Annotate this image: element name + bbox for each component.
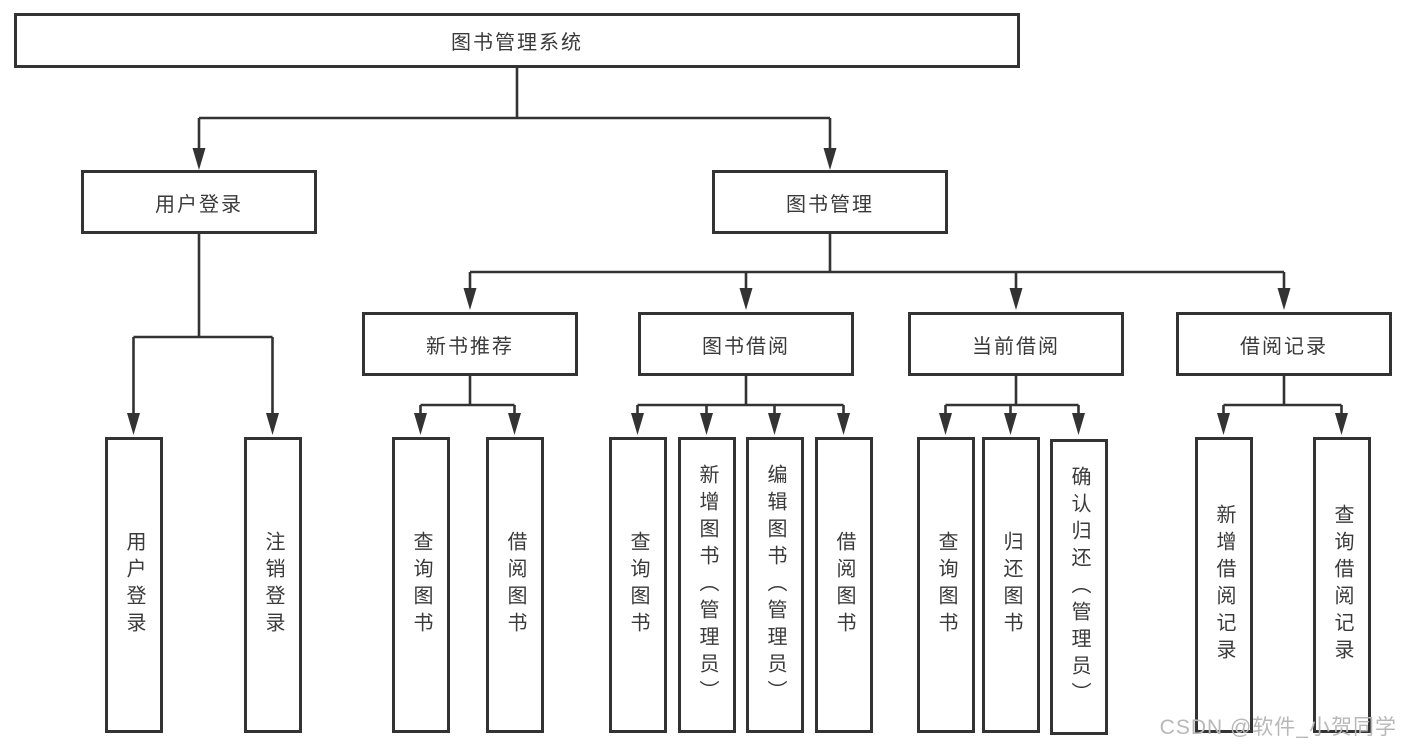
node-new-book-recommend-label: 新书推荐	[426, 335, 514, 358]
leaf-borrow-add-books-admin-label: 新增图书（管理员）	[696, 463, 718, 707]
node-user-login-label: 用户登录	[155, 193, 243, 216]
node-new-book-recommend: 新书推荐	[362, 312, 578, 376]
node-book-borrow: 图书借阅	[638, 312, 854, 376]
leaf-borrow-borrow-books: 借阅图书	[815, 437, 873, 733]
node-current-borrow-label: 当前借阅	[972, 335, 1060, 358]
leaf-records-query-record-label: 查询借阅记录	[1331, 504, 1353, 666]
leaf-borrow-query-books-label: 查询图书	[627, 531, 649, 639]
leaf-records-query-record: 查询借阅记录	[1313, 437, 1371, 733]
node-book-borrow-label: 图书借阅	[702, 335, 790, 358]
leaf-recommend-query-books-label: 查询图书	[410, 531, 432, 639]
leaf-current-query-books: 查询图书	[917, 437, 975, 733]
node-library-system: 图书管理系统	[14, 13, 1020, 68]
leaf-borrow-edit-books-admin-label: 编辑图书（管理员）	[764, 463, 786, 707]
leaf-user-login: 用户登录	[105, 437, 163, 733]
leaf-logout-label: 注销登录	[262, 531, 284, 639]
node-user-login: 用户登录	[81, 170, 317, 234]
node-borrow-records-label: 借阅记录	[1240, 335, 1328, 358]
leaf-user-login-label: 用户登录	[123, 531, 145, 639]
leaf-records-add-record: 新增借阅记录	[1195, 437, 1253, 733]
node-current-borrow: 当前借阅	[908, 312, 1124, 376]
leaf-borrow-edit-books-admin: 编辑图书（管理员）	[746, 437, 804, 733]
leaf-current-query-books-label: 查询图书	[935, 531, 957, 639]
leaf-logout: 注销登录	[244, 437, 302, 733]
leaf-recommend-borrow-books-label: 借阅图书	[504, 531, 526, 639]
node-book-management: 图书管理	[712, 170, 948, 234]
leaf-borrow-query-books: 查询图书	[609, 437, 667, 733]
leaf-borrow-add-books-admin: 新增图书（管理员）	[678, 437, 736, 733]
node-borrow-records: 借阅记录	[1176, 312, 1392, 376]
leaf-recommend-query-books: 查询图书	[392, 437, 450, 733]
leaf-current-return-books: 归还图书	[982, 437, 1040, 733]
leaf-borrow-borrow-books-label: 借阅图书	[833, 531, 855, 639]
leaf-recommend-borrow-books: 借阅图书	[486, 437, 544, 733]
node-library-system-label: 图书管理系统	[451, 32, 583, 54]
leaf-records-add-record-label: 新增借阅记录	[1213, 504, 1235, 666]
csdn-watermark: CSDN @软件_小贺同学	[1159, 716, 1397, 739]
leaf-current-return-books-label: 归还图书	[1000, 531, 1022, 639]
leaf-current-confirm-return-admin: 确认归还（管理员）	[1050, 439, 1108, 735]
node-book-management-label: 图书管理	[786, 193, 874, 216]
leaf-current-confirm-return-admin-label: 确认归还（管理员）	[1068, 465, 1090, 709]
